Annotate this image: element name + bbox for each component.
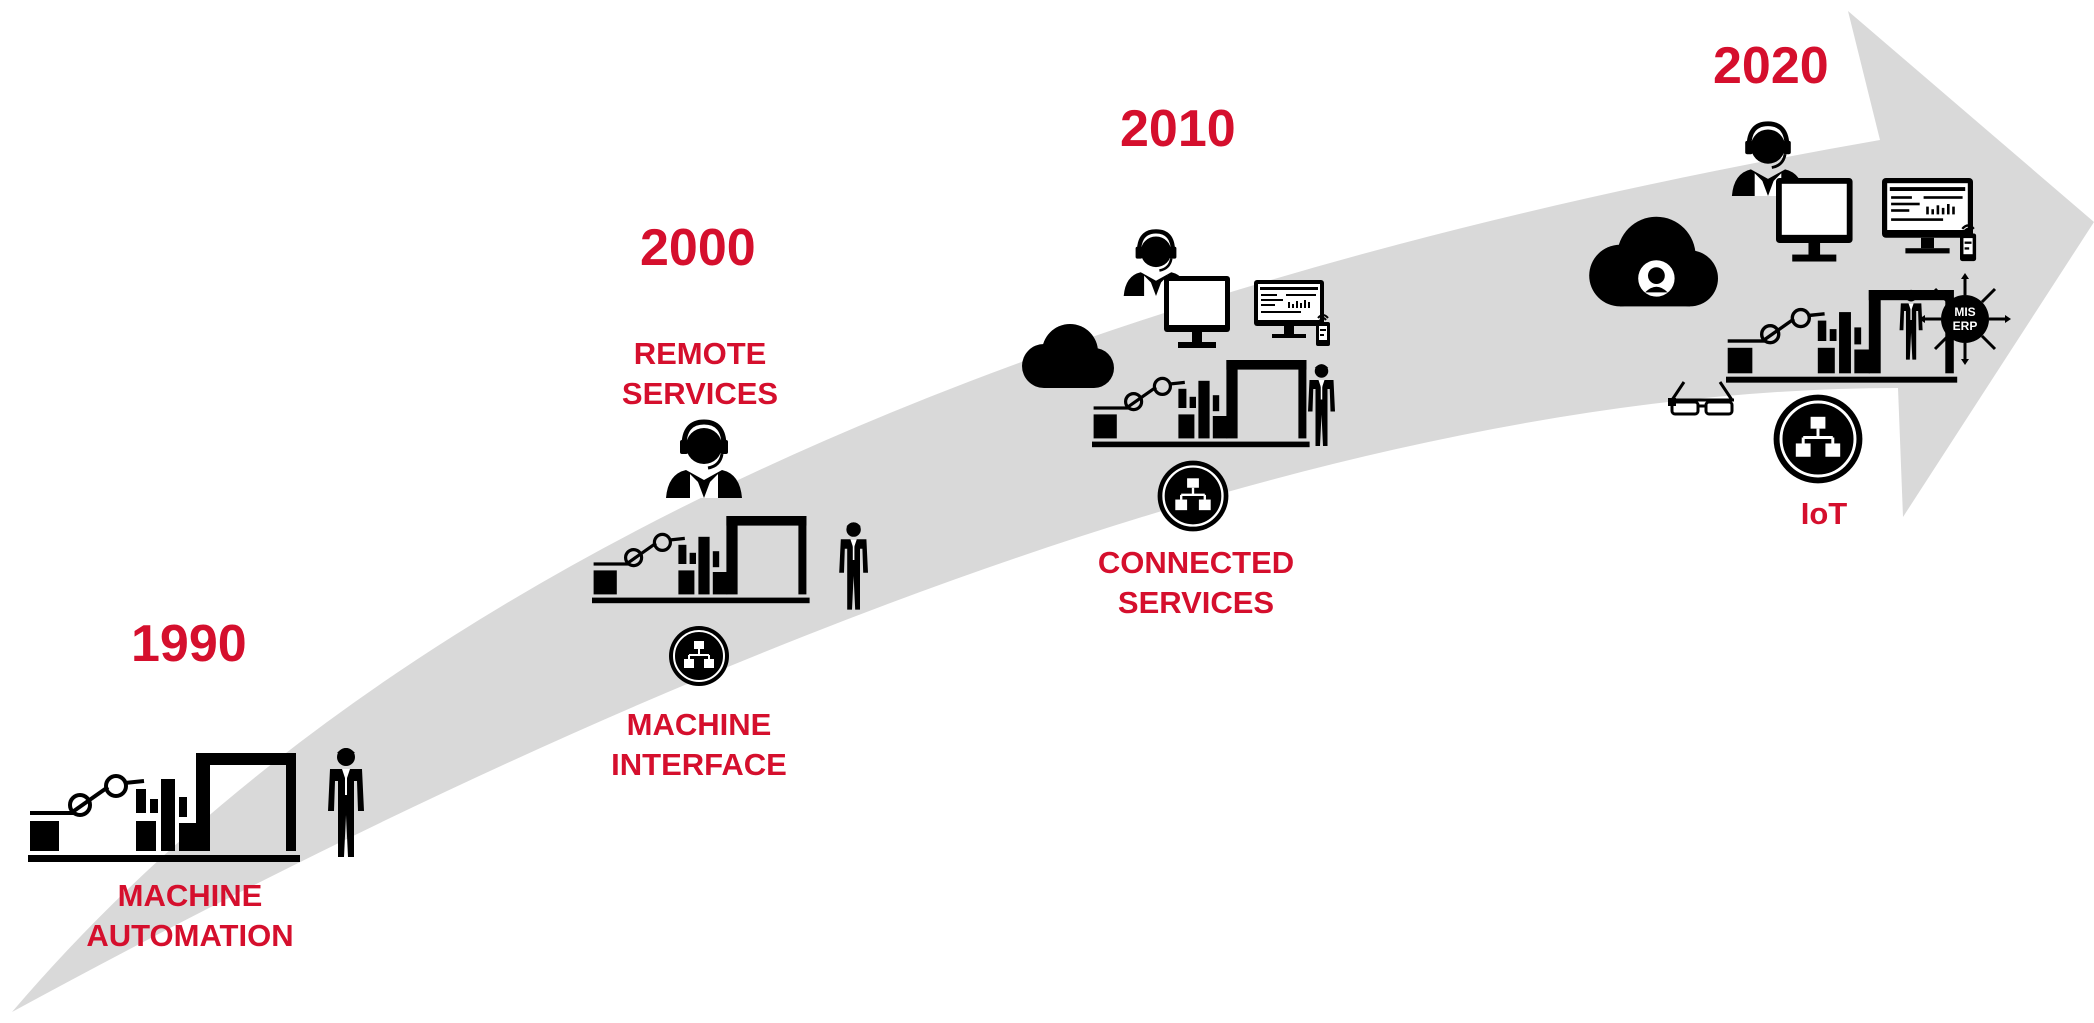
stage-2020-icons: MIS ERP xyxy=(1589,124,2011,485)
connected-services-label: CONNECTED SERVICES xyxy=(1076,543,1316,622)
stage-1990-line-1: MACHINE xyxy=(117,878,263,913)
connected-services-line-1: CONNECTED xyxy=(1097,545,1295,580)
mis-erp-icon: MIS ERP xyxy=(1919,273,2011,365)
connected-services-line-2: SERVICES xyxy=(1117,584,1275,620)
remote-services-label: REMOTE SERVICES xyxy=(600,334,800,413)
machine-interface-line-1: MACHINE xyxy=(626,707,772,742)
remote-services-line-2: SERVICES xyxy=(621,375,779,411)
cloud-icon xyxy=(1022,324,1114,388)
ai-cloud-icon xyxy=(1589,216,1718,307)
machine-interface-line-2: INTERFACE xyxy=(611,746,787,782)
stage-1990-line-2: AUTOMATION xyxy=(86,917,294,953)
network-icon xyxy=(1772,393,1864,485)
year-2020: 2020 xyxy=(1713,37,1829,95)
network-icon xyxy=(1156,459,1230,533)
stage-1990-label: MACHINE AUTOMATION xyxy=(80,876,300,955)
support-agent-icon xyxy=(666,422,742,498)
year-2000: 2000 xyxy=(640,219,756,277)
year-1990: 1990 xyxy=(131,615,247,673)
iot-label: IoT xyxy=(1800,496,1848,531)
mis-label: MIS xyxy=(1954,305,1975,319)
smart-glasses-icon xyxy=(1668,381,1734,416)
remote-services-line-1: REMOTE xyxy=(633,336,767,371)
network-icon xyxy=(668,625,730,687)
year-2010: 2010 xyxy=(1120,100,1236,158)
machine-interface-label: MACHINE INTERFACE xyxy=(599,705,799,784)
progress-arrow xyxy=(12,11,2094,1012)
erp-label: ERP xyxy=(1953,319,1978,333)
